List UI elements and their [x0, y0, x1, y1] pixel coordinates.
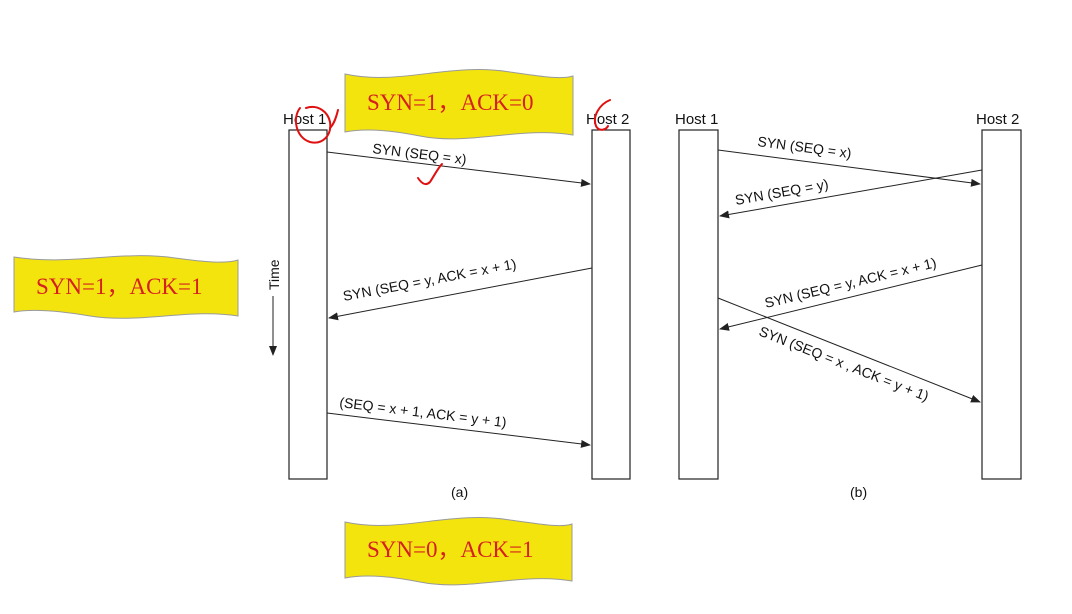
diagram-a-host2-timeline — [591, 129, 631, 480]
banner-top: SYN=1，ACK=0 — [344, 69, 574, 140]
diagram-a-host1-label: Host 1 — [283, 111, 326, 128]
diagram-b-host1-timeline — [678, 129, 719, 480]
diagram-b-caption: (b) — [850, 484, 867, 500]
diagram-a-arrow-2 — [328, 267, 593, 321]
diagram-b-host2-label: Host 2 — [976, 111, 1019, 128]
diagram-a-arrow-1 — [326, 151, 591, 187]
diagram-b-msg-4: SYN (SEQ = x , ACK = y + 1) — [757, 323, 931, 404]
diagram-b-arrow-3 — [719, 264, 983, 331]
diagram-b-arrow-2 — [719, 169, 983, 219]
banner-top-text: SYN=1，ACK=0 — [367, 90, 534, 115]
pen-mark-host2 — [594, 99, 611, 131]
pen-mark-checkmark — [417, 163, 443, 186]
pen-mark-host1 — [294, 106, 332, 144]
diagram-a: Host 1 Host 2 SYN (SEQ = x) SYN (SEQ = y… — [266, 111, 631, 500]
banner-left: SYN=1，ACK=1 — [13, 255, 239, 319]
diagram-a-host1-timeline — [288, 129, 328, 480]
diagram-a-time-label: Time — [266, 259, 282, 290]
diagram-a-host2-label: Host 2 — [586, 111, 629, 128]
pen-mark-host1-tick — [329, 109, 339, 129]
diagram-a-caption: (a) — [451, 484, 468, 500]
banner-bottom-text: SYN=0，ACK=1 — [367, 537, 534, 562]
banner-left-text: SYN=1，ACK=1 — [36, 274, 203, 299]
diagram-a-msg-2: SYN (SEQ = y, ACK = x + 1) — [342, 256, 518, 304]
diagram-b-msg-2: SYN (SEQ = y) — [734, 176, 830, 208]
diagram-b: Host 1 Host 2 SYN (SEQ = x) SYN (SEQ = y… — [675, 111, 1022, 500]
diagram-a-arrow-3 — [326, 412, 591, 448]
diagram-b-arrow-4 — [717, 297, 981, 403]
banner-bottom: SYN=0，ACK=1 — [344, 517, 573, 586]
diagram-b-host2-timeline — [981, 129, 1022, 480]
diagram-b-host1-label: Host 1 — [675, 111, 718, 128]
